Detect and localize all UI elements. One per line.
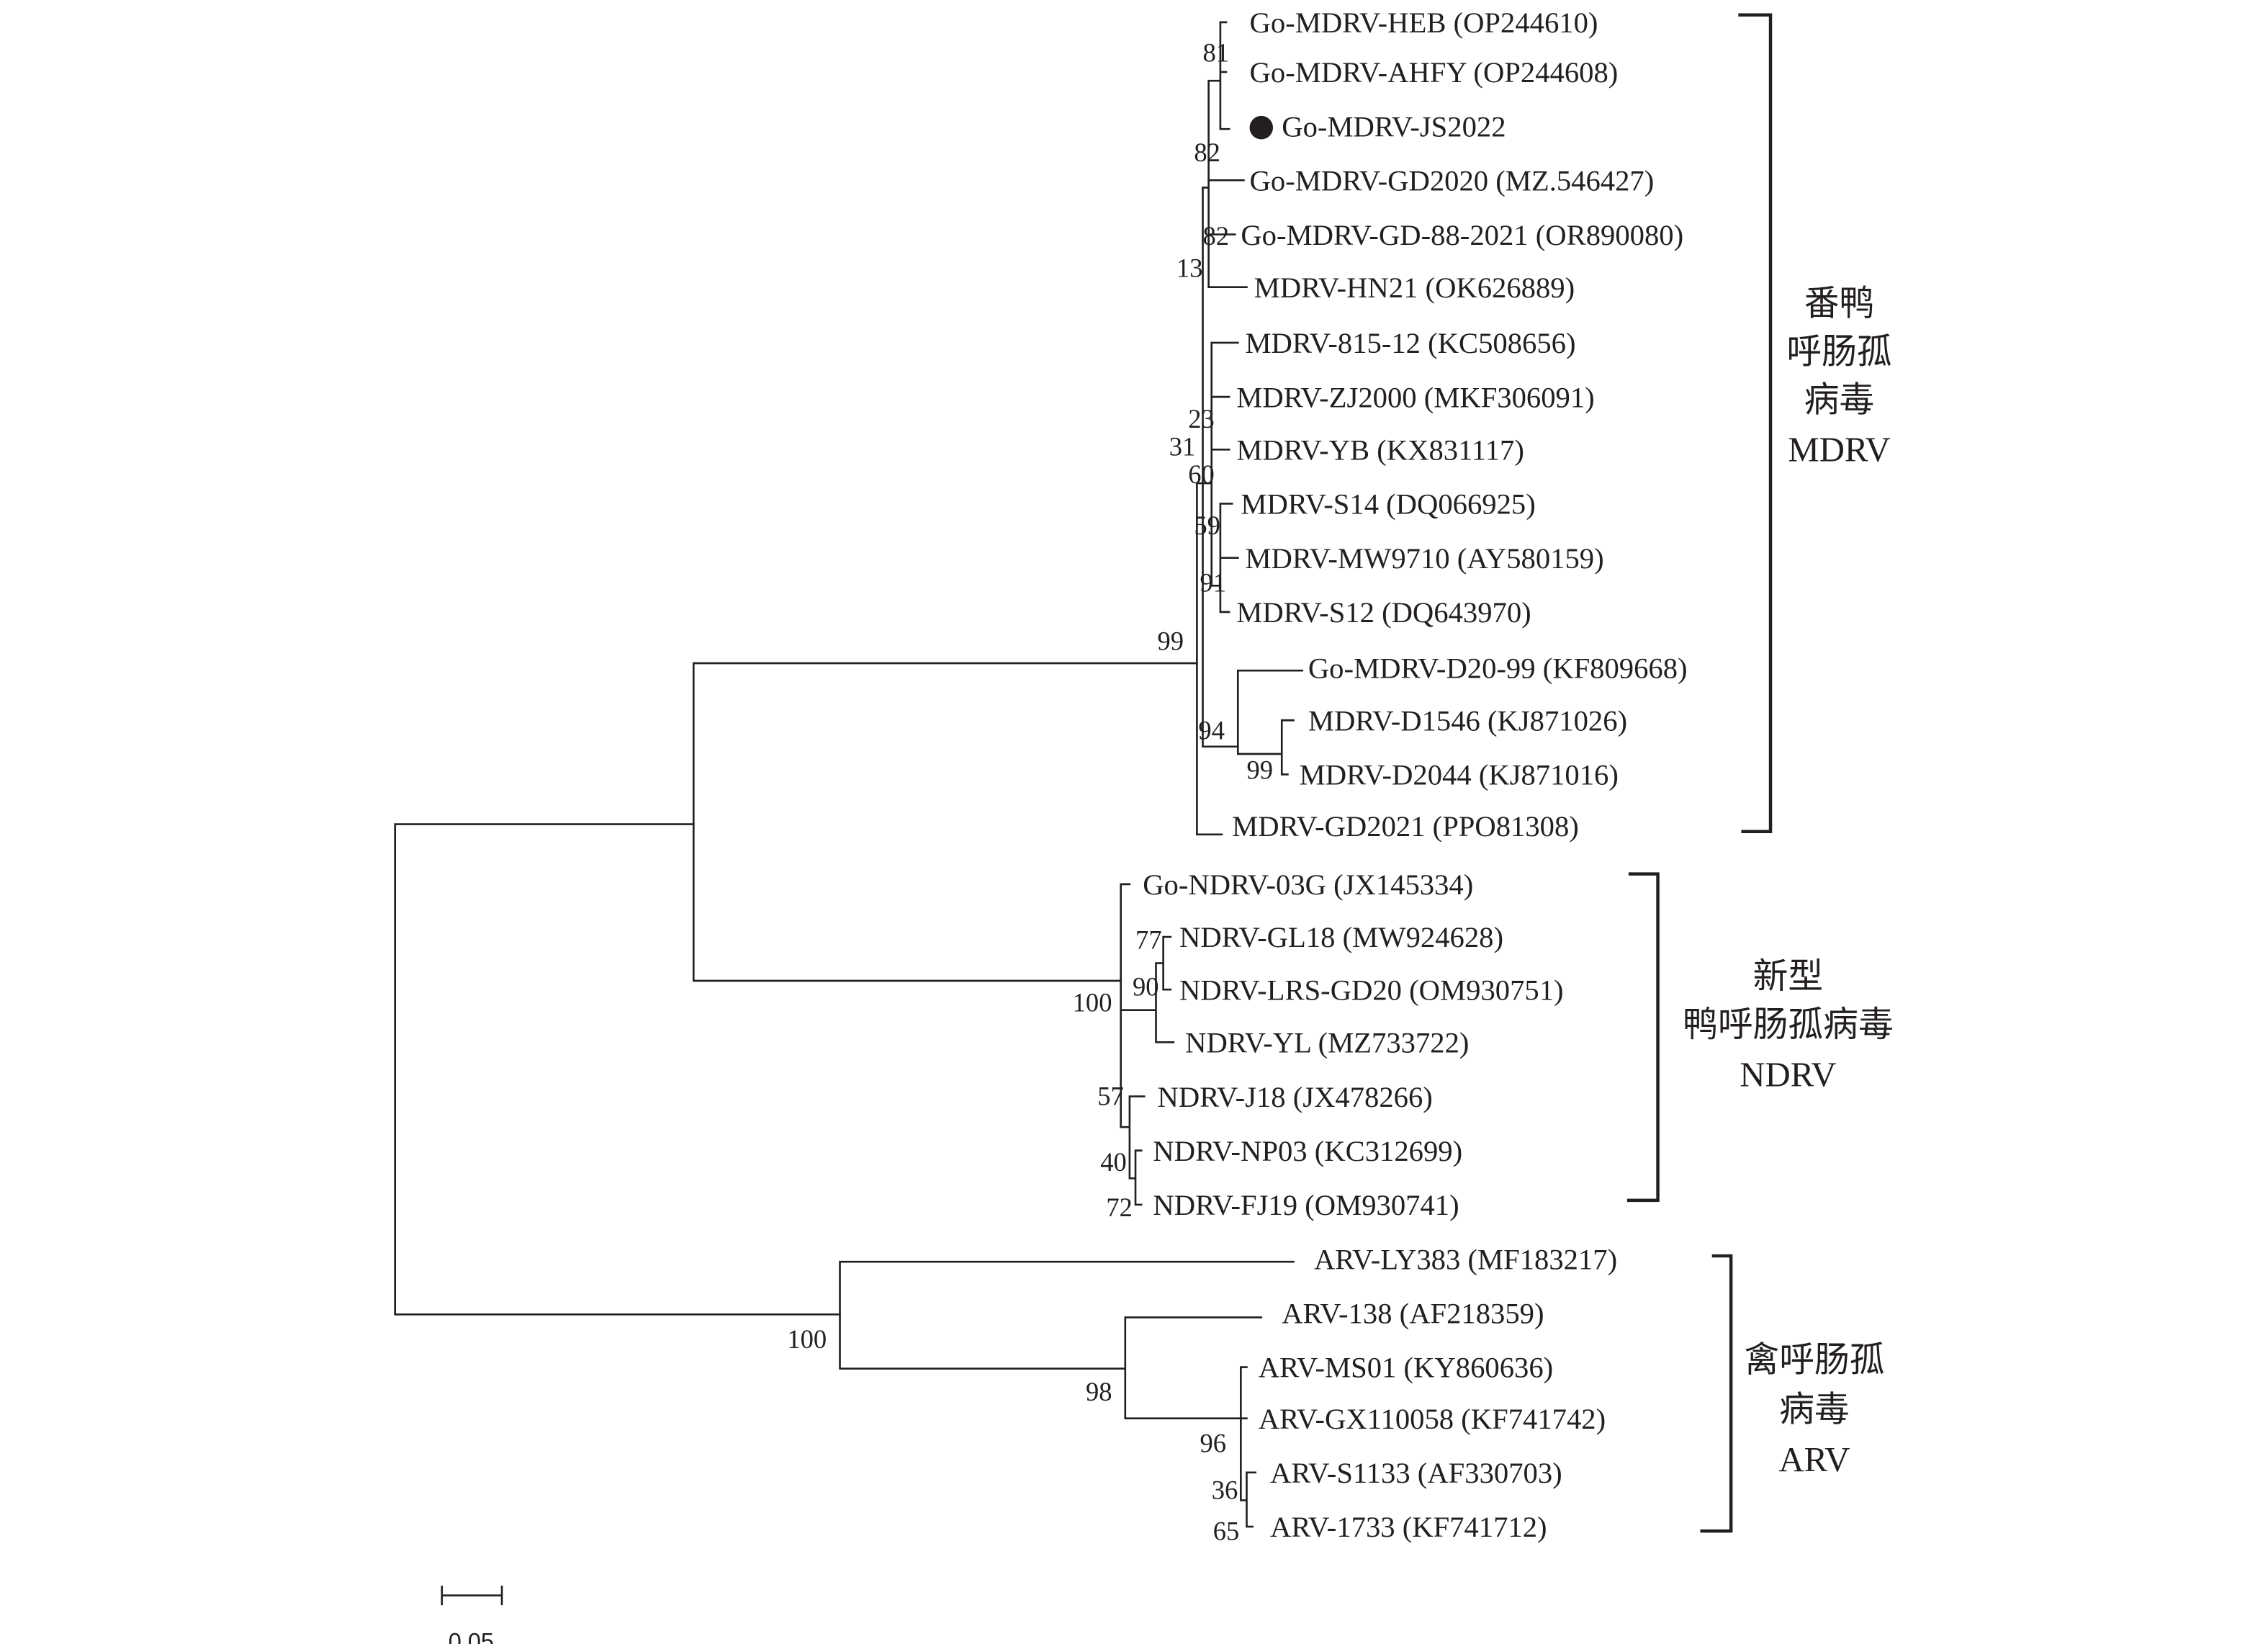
bootstrap-value: 98 bbox=[1086, 1377, 1112, 1406]
clade-label-line: 病毒 bbox=[1779, 1391, 1850, 1429]
leaf-label: ARV-1733 (KF741712) bbox=[1270, 1511, 1547, 1543]
bootstrap-value: 100 bbox=[787, 1324, 827, 1354]
bootstrap-value: 13 bbox=[1176, 253, 1203, 282]
clade-label-line: NDRV bbox=[1740, 1055, 1836, 1094]
clade-label-line: 呼肠孤 bbox=[1786, 332, 1891, 371]
bootstrap-value: 90 bbox=[1133, 971, 1159, 1001]
bootstrap-value: 91 bbox=[1200, 567, 1226, 597]
leaf-label: ARV-LY383 (MF183217) bbox=[1314, 1243, 1617, 1275]
leaf-label: NDRV-GL18 (MW924628) bbox=[1179, 921, 1503, 953]
leaf-label: Go-MDRV-AHFY (OP244608) bbox=[1250, 56, 1619, 89]
ndrv-bracket bbox=[1626, 872, 1660, 1203]
bootstrap-value: 82 bbox=[1203, 221, 1230, 251]
clade-label-line: 鸭呼肠孤病毒 bbox=[1683, 1005, 1894, 1044]
clade-label-line: MDRV bbox=[1788, 431, 1890, 470]
leaf-label: MDRV-D1546 (KJ871026) bbox=[1308, 704, 1627, 737]
leaf-label: Go-MDRV-JS2022 bbox=[1282, 110, 1506, 143]
highlight-dot-icon bbox=[1249, 115, 1274, 140]
bootstrap-value: 82 bbox=[1194, 138, 1220, 167]
bootstrap-value: 81 bbox=[1203, 38, 1230, 68]
leaf-label: MDRV-S14 (DQ066925) bbox=[1241, 488, 1535, 521]
clade-label-line: 禽呼肠孤 bbox=[1744, 1341, 1884, 1380]
bootstrap-value: 31 bbox=[1169, 431, 1196, 461]
clade-label-mdrv: 番鸭 呼肠孤 病毒 MDRV bbox=[1786, 284, 1891, 469]
bootstrap-value: 77 bbox=[1135, 925, 1162, 954]
leaf-label: MDRV-GD2021 (PPO81308) bbox=[1232, 810, 1579, 843]
leaf-label: Go-MDRV-D20-99 (KF809668) bbox=[1308, 652, 1688, 684]
scale-bar-label: 0.05 bbox=[449, 1629, 494, 1644]
leaf-label: NDRV-YL (MZ733722) bbox=[1185, 1027, 1469, 1059]
leaf-label: ARV-S1133 (AF330703) bbox=[1270, 1457, 1562, 1489]
leaf-label: Go-MDRV-HEB (OP244610) bbox=[1250, 6, 1598, 39]
bootstrap-value: 96 bbox=[1200, 1428, 1226, 1457]
leaf-label: Go-MDRV-GD2020 (MZ.546427) bbox=[1250, 165, 1655, 197]
clade-label-ndrv: 新型 鸭呼肠孤病毒 NDRV bbox=[1683, 957, 1894, 1094]
leaf-label: MDRV-S12 (DQ643970) bbox=[1236, 596, 1531, 629]
leaf-label: Go-MDRV-GD-88-2021 (OR890080) bbox=[1241, 219, 1683, 251]
leaf-label: MDRV-D2044 (KJ871016) bbox=[1300, 759, 1619, 791]
bootstrap-value: 60 bbox=[1188, 459, 1215, 489]
leaf-label: MDRV-YB (KX831117) bbox=[1236, 434, 1524, 467]
leaf-label: MDRV-ZJ2000 (MKF306091) bbox=[1236, 381, 1594, 413]
bootstrap-value: 59 bbox=[1194, 511, 1220, 540]
scale-bar: 0.05 bbox=[441, 1586, 503, 1644]
leaf-label: MDRV-MW9710 (AY580159) bbox=[1245, 542, 1603, 575]
leaf-label: ARV-MS01 (KY860636) bbox=[1259, 1352, 1553, 1384]
arv-bracket bbox=[1700, 1254, 1733, 1533]
leaf-label: NDRV-NP03 (KC312699) bbox=[1153, 1135, 1462, 1167]
clade-label-line: 病毒 bbox=[1804, 380, 1875, 419]
leaf-label: NDRV-LRS-GD20 (OM930751) bbox=[1179, 974, 1564, 1006]
leaf-label: NDRV-FJ19 (OM930741) bbox=[1153, 1189, 1459, 1221]
clade-label-line: 番鸭 bbox=[1804, 284, 1875, 323]
bootstrap-value: 36 bbox=[1212, 1475, 1238, 1504]
bootstrap-value: 65 bbox=[1213, 1516, 1240, 1545]
bootstrap-value: 72 bbox=[1106, 1192, 1133, 1222]
bootstrap-value: 100 bbox=[1073, 988, 1112, 1018]
clade-label-line: ARV bbox=[1778, 1440, 1850, 1479]
leaf-label: MDRV-815-12 (KC508656) bbox=[1245, 327, 1575, 359]
bootstrap-value: 40 bbox=[1100, 1147, 1127, 1177]
tree-branches bbox=[394, 21, 1304, 1528]
leaf-labels: Go-MDRV-HEB (OP244610) Go-MDRV-AHFY (OP24… bbox=[1143, 6, 1687, 1543]
clade-brackets bbox=[1626, 13, 1773, 1533]
leaf-label: NDRV-J18 (JX478266) bbox=[1158, 1081, 1433, 1113]
clade-label-line: 新型 bbox=[1753, 957, 1824, 996]
leaf-label: ARV-138 (AF218359) bbox=[1282, 1298, 1544, 1330]
mdrv-bracket bbox=[1738, 13, 1773, 833]
clade-label-arv: 禽呼肠孤 病毒 ARV bbox=[1744, 1341, 1884, 1479]
bootstrap-value: 99 bbox=[1246, 755, 1273, 785]
bootstrap-value: 94 bbox=[1198, 716, 1225, 745]
bootstrap-values: 8182821323316059919994997790100574072100… bbox=[787, 38, 1273, 1546]
leaf-label: ARV-GX110058 (KF741742) bbox=[1259, 1403, 1606, 1435]
bootstrap-value: 57 bbox=[1097, 1082, 1124, 1111]
bootstrap-value: 23 bbox=[1188, 404, 1215, 434]
leaf-label: MDRV-HN21 (OK626889) bbox=[1254, 271, 1575, 304]
leaf-label: Go-NDRV-03G (JX145334) bbox=[1143, 868, 1473, 901]
bootstrap-value: 99 bbox=[1158, 626, 1184, 656]
